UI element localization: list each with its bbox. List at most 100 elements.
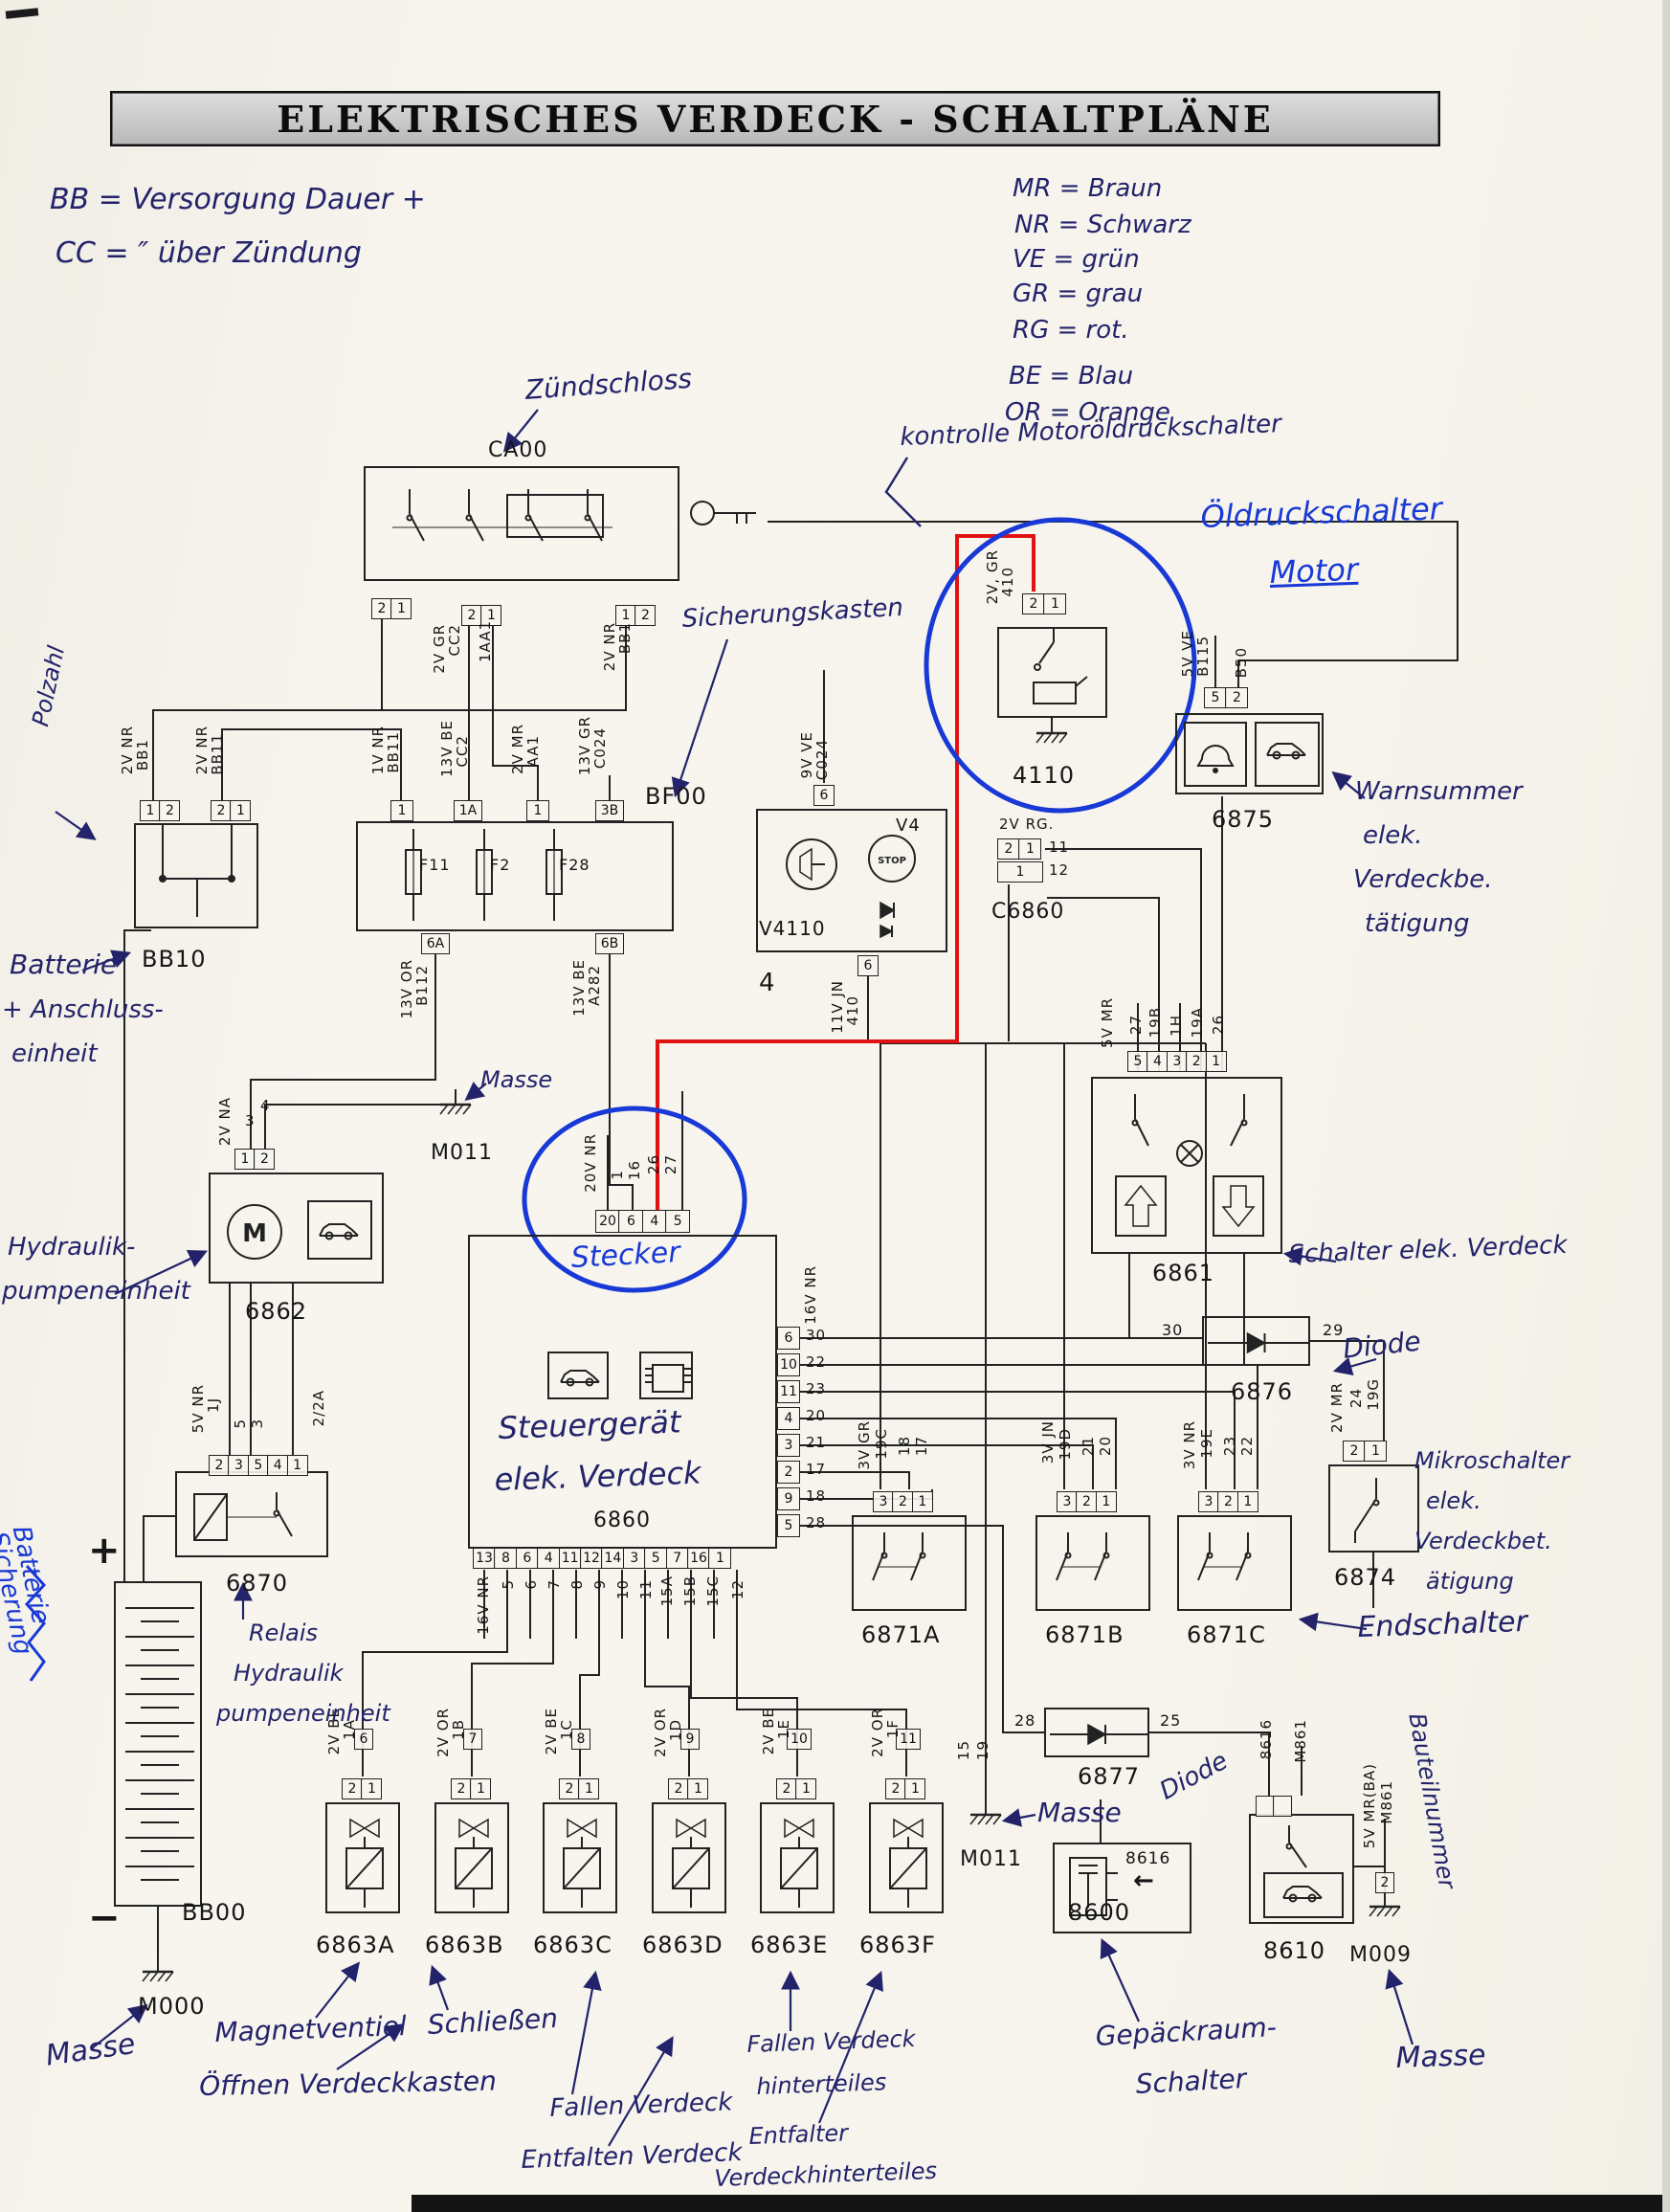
pin-cell: 3 <box>873 1491 894 1512</box>
anno-oeldruckschalter: Öldruckschalter <box>1199 490 1443 535</box>
anno-entfalter-hinterteil-1: Entfalter <box>747 2119 849 2150</box>
pin-cell: 3 <box>622 1548 646 1569</box>
arrow-batterie <box>81 950 132 972</box>
wire-label: 12 <box>729 1579 746 1600</box>
pin-cell: 1 <box>1205 1051 1227 1072</box>
wire-label: 410 <box>844 995 861 1026</box>
valve-icon <box>672 1818 710 1908</box>
label-6863a: 6863A <box>316 1932 395 1958</box>
anno-fallen-verdeck: Fallen Verdeck <box>548 2088 733 2123</box>
wire-label: 13V BE <box>570 959 588 1017</box>
label-c6860: C6860 <box>991 900 1065 924</box>
pin-cell: 5 <box>1127 1051 1148 1072</box>
pin-6860-2: 2 <box>777 1461 800 1484</box>
label-pin20: 20 <box>806 1407 827 1424</box>
wire-label: 3V NR <box>1181 1420 1198 1470</box>
pin-cell: 2 <box>776 1778 797 1799</box>
oil-pressure-switch-4110 <box>997 627 1107 718</box>
label-6876: 6876 <box>1231 1378 1294 1405</box>
color-legend-mr: MR = Braun <box>1013 174 1163 203</box>
wire-label: BB1 <box>616 622 634 655</box>
color-legend-gr: GR = grau <box>1013 279 1144 308</box>
wire <box>800 1418 1117 1489</box>
label-6874: 6874 <box>1334 1564 1397 1591</box>
anno-stecker: Stecker <box>569 1236 681 1275</box>
pin-cell: 3 <box>1057 1491 1078 1512</box>
micro-icon <box>1354 1478 1380 1543</box>
anno-entfalten-verdeck: Entfalten Verdeck <box>520 2137 743 2175</box>
pin-cell: 3B <box>595 800 624 821</box>
label-pin30: 30 <box>806 1327 827 1344</box>
anno-warnsummer-3: Verdeckbe. <box>1353 865 1493 894</box>
solenoid-valve-6863c <box>543 1802 617 1913</box>
anno-hydraulik-1: Hydraulik- <box>8 1233 136 1262</box>
pin-cell: 8 <box>494 1548 518 1569</box>
wire-label: 10 <box>614 1579 632 1600</box>
oilswitch-icon <box>1033 629 1088 704</box>
wire <box>1149 1732 1270 1796</box>
ecu-chip-icon-box <box>639 1352 693 1399</box>
warning-lamp-unit-v4110: STOP <box>756 809 947 952</box>
connector-v4110-bottom: 6 <box>857 955 879 976</box>
svg-text:STOP: STOP <box>878 856 906 866</box>
wire-label: 2/2A <box>310 1390 327 1427</box>
label-6863c: 6863C <box>533 1932 612 1958</box>
wire-label: 13V BE <box>438 720 456 777</box>
label-v4: V4 <box>896 816 921 836</box>
pin-cell: 2 <box>777 1461 800 1484</box>
solenoid-valve-6863b <box>434 1802 509 1913</box>
wire-label: 2V MR <box>509 724 526 774</box>
pin-cell: 5 <box>247 1455 269 1476</box>
wire-label: 3 <box>249 1419 266 1429</box>
ground-4110 <box>1035 718 1068 744</box>
wire-label: 2V NR <box>119 726 136 775</box>
wire-label: 23 <box>1221 1436 1238 1457</box>
pin-cell: 2 <box>997 838 1020 860</box>
wire-label: 1F <box>884 1719 902 1739</box>
label-fuse-f28: F28 <box>559 856 590 874</box>
wire-label: 1V NR <box>369 726 387 775</box>
pin-cell: 4 <box>641 1210 667 1233</box>
wire-label: 1 <box>609 1170 626 1180</box>
ecu-car-icon-box <box>547 1352 609 1399</box>
label-bb10: BB10 <box>142 946 207 972</box>
wire-label: 7 <box>546 1579 563 1590</box>
connector-bf00-6b: 6B <box>595 933 624 954</box>
pin-6863c: 8 <box>571 1729 590 1750</box>
wire-label: 15C <box>704 1575 722 1607</box>
wire-label: M861 <box>1292 1719 1309 1763</box>
anno-gepaeckraum-2: Schalter <box>1134 2062 1247 2100</box>
label-pin23: 23 <box>806 1380 827 1397</box>
pin-cell: 16 <box>687 1548 711 1569</box>
pin-cell: 1 <box>1236 1491 1258 1512</box>
pin-cell: 1 <box>997 861 1043 883</box>
pin-cell: 1 <box>390 800 413 821</box>
anno-warnsummer-1: Warnsummer <box>1355 777 1523 806</box>
box-icon <box>470 1237 779 1551</box>
pin-6860-10: 10 <box>777 1353 800 1376</box>
connector-bf00-3b: 3B <box>595 800 624 821</box>
anno-masse-m009: Masse <box>1394 2038 1487 2075</box>
label-wire29: 29 <box>1323 1321 1345 1339</box>
anno-steuergeraet-1: Steuergerät <box>497 1403 682 1446</box>
anno-relais-1: Relais <box>249 1620 318 1646</box>
pin-cell: 11 <box>558 1548 582 1569</box>
valve-icon <box>455 1818 493 1908</box>
anno-magnetventil: Magnetventiel <box>213 2010 408 2048</box>
blue-circle-stecker <box>522 1106 747 1293</box>
pin-cell: 11 <box>777 1380 800 1403</box>
anno-relais-2: Hydraulik <box>234 1660 344 1687</box>
arrow-polzahl <box>55 811 97 840</box>
wire-label: 1C <box>558 1719 575 1741</box>
label-fuse-f2: F2 <box>490 856 511 874</box>
color-legend-rg: RG = rot. <box>1013 316 1129 345</box>
motorcar-icon: M <box>227 1200 372 1260</box>
